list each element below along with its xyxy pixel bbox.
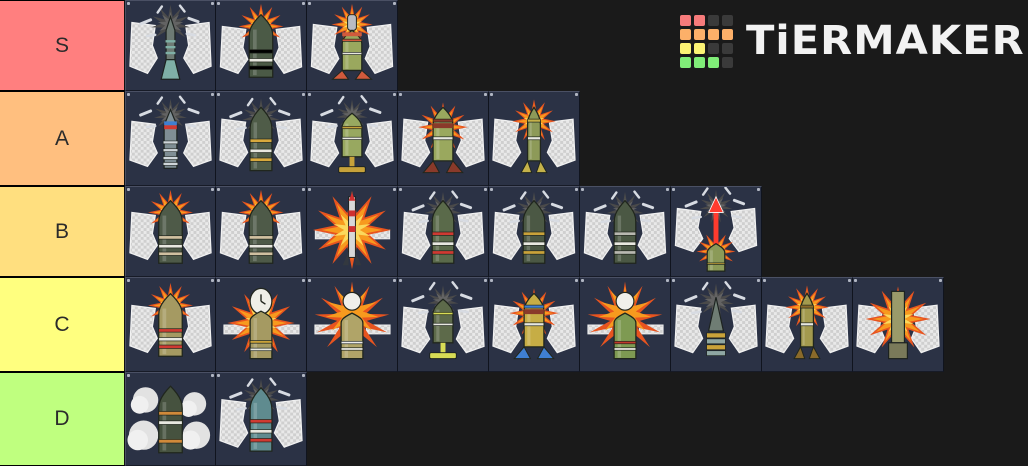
tiermaker-logo-grid: [679, 14, 733, 68]
logo-cell-0-0: [679, 14, 691, 26]
tall-shell-red-band-explosive-icon: [126, 278, 215, 371]
tier-item[interactable]: [853, 277, 944, 372]
tier-item[interactable]: [671, 277, 762, 372]
tier-row-d: D: [0, 372, 307, 466]
tier-row-b: B: [0, 186, 762, 277]
heavy-shell-banded-explosive-icon: [216, 1, 306, 90]
tier-row-a: A: [0, 91, 580, 186]
ogive-shell-explosive-icon: [216, 187, 306, 276]
logo-cell-0-3: [721, 14, 733, 26]
airburst-shell-flare-icon: [580, 278, 670, 371]
tier-item[interactable]: [307, 186, 398, 277]
tier-items-b: [125, 186, 762, 277]
tier-item[interactable]: [307, 0, 398, 91]
tier-item[interactable]: [398, 277, 489, 372]
logo-cell-2-3: [721, 42, 733, 54]
logo-cell-0-1: [693, 14, 705, 26]
finned-dart-penetrator-shattering-icon: [126, 1, 215, 90]
logo-cell-2-1: [693, 42, 705, 54]
slim-finned-rocket-explosive-icon: [489, 92, 579, 185]
timed-fuze-shell-explosive-icon: [216, 278, 306, 371]
tier-items-s: [125, 0, 398, 91]
logo-cell-1-1: [693, 28, 705, 40]
red-banded-shell-shattering-icon: [398, 187, 488, 276]
finned-missile-explosive-icon: [398, 92, 488, 185]
tier-item[interactable]: [216, 186, 307, 277]
tier-item[interactable]: [671, 186, 762, 277]
finned-rocket-explosive-icon: [489, 278, 579, 371]
smoke-shell-cloud-icon: [126, 373, 215, 465]
tier-item[interactable]: [580, 277, 671, 372]
teal-shell-shattering-icon: [216, 373, 306, 465]
tier-label-s[interactable]: S: [0, 0, 125, 91]
tier-items-a: [125, 91, 580, 186]
striped-sabot-round-impact-icon: [126, 92, 215, 185]
tier-item[interactable]: [216, 277, 307, 372]
tier-item[interactable]: [307, 277, 398, 372]
tier-item[interactable]: [307, 91, 398, 186]
yellow-tip-mortar-shatter-icon: [398, 278, 488, 371]
tier-label-d[interactable]: D: [0, 372, 125, 466]
plain-shell-shattering-icon: [580, 187, 670, 276]
tier-label-c[interactable]: C: [0, 277, 125, 372]
proximity-fuze-shell-burst-icon: [307, 278, 397, 371]
pointed-shell-shattering-icon: [216, 92, 306, 185]
tiermaker-wordmark: TiERMAKER: [745, 18, 1025, 64]
tier-label-a[interactable]: A: [0, 91, 125, 186]
tier-item[interactable]: [762, 277, 853, 372]
tier-item[interactable]: [489, 91, 580, 186]
tier-items-d: [125, 372, 307, 466]
tier-item[interactable]: [125, 277, 216, 372]
tier-item[interactable]: [398, 186, 489, 277]
logo-cell-1-0: [679, 28, 691, 40]
tier-item[interactable]: [125, 0, 216, 91]
thin-finned-missile-explosive-icon: [762, 278, 852, 371]
spike-nose-round-impact-icon: [671, 278, 761, 371]
red-white-missile-detonation-icon: [307, 187, 397, 276]
ribbed-shell-shattering-icon: [489, 187, 579, 276]
tier-items-c: [125, 277, 944, 372]
logo-cell-0-2: [707, 14, 719, 26]
tier-item[interactable]: [489, 186, 580, 277]
logo-cell-3-0: [679, 56, 691, 68]
banded-shell-explosive-icon: [126, 187, 215, 276]
logo-cell-3-2: [707, 56, 719, 68]
tier-item[interactable]: [216, 0, 307, 91]
mortar-round-impact-icon: [307, 92, 397, 185]
logo-cell-2-0: [679, 42, 691, 54]
tier-row-s: S: [0, 0, 398, 91]
tier-item[interactable]: [125, 91, 216, 186]
logo-cell-1-2: [707, 28, 719, 40]
upward-arrow-shell-launch-icon: [671, 187, 761, 276]
tier-label-b[interactable]: B: [0, 186, 125, 277]
logo-cell-2-2: [707, 42, 719, 54]
flat-base-round-explosive-icon: [853, 278, 943, 371]
logo-cell-3-1: [693, 56, 705, 68]
tier-item[interactable]: [125, 186, 216, 277]
tier-item[interactable]: [398, 91, 489, 186]
tier-item[interactable]: [489, 277, 580, 372]
tier-item[interactable]: [580, 186, 671, 277]
tier-row-c: C: [0, 277, 944, 372]
logo-cell-3-3: [721, 56, 733, 68]
logo-cell-1-3: [721, 28, 733, 40]
tier-item[interactable]: [125, 372, 216, 466]
tier-item[interactable]: [216, 91, 307, 186]
tiermaker-logo[interactable]: TiERMAKER: [679, 12, 1024, 70]
tier-item[interactable]: [216, 372, 307, 466]
rocket-propelled-grenade-explosive-icon: [307, 1, 397, 90]
